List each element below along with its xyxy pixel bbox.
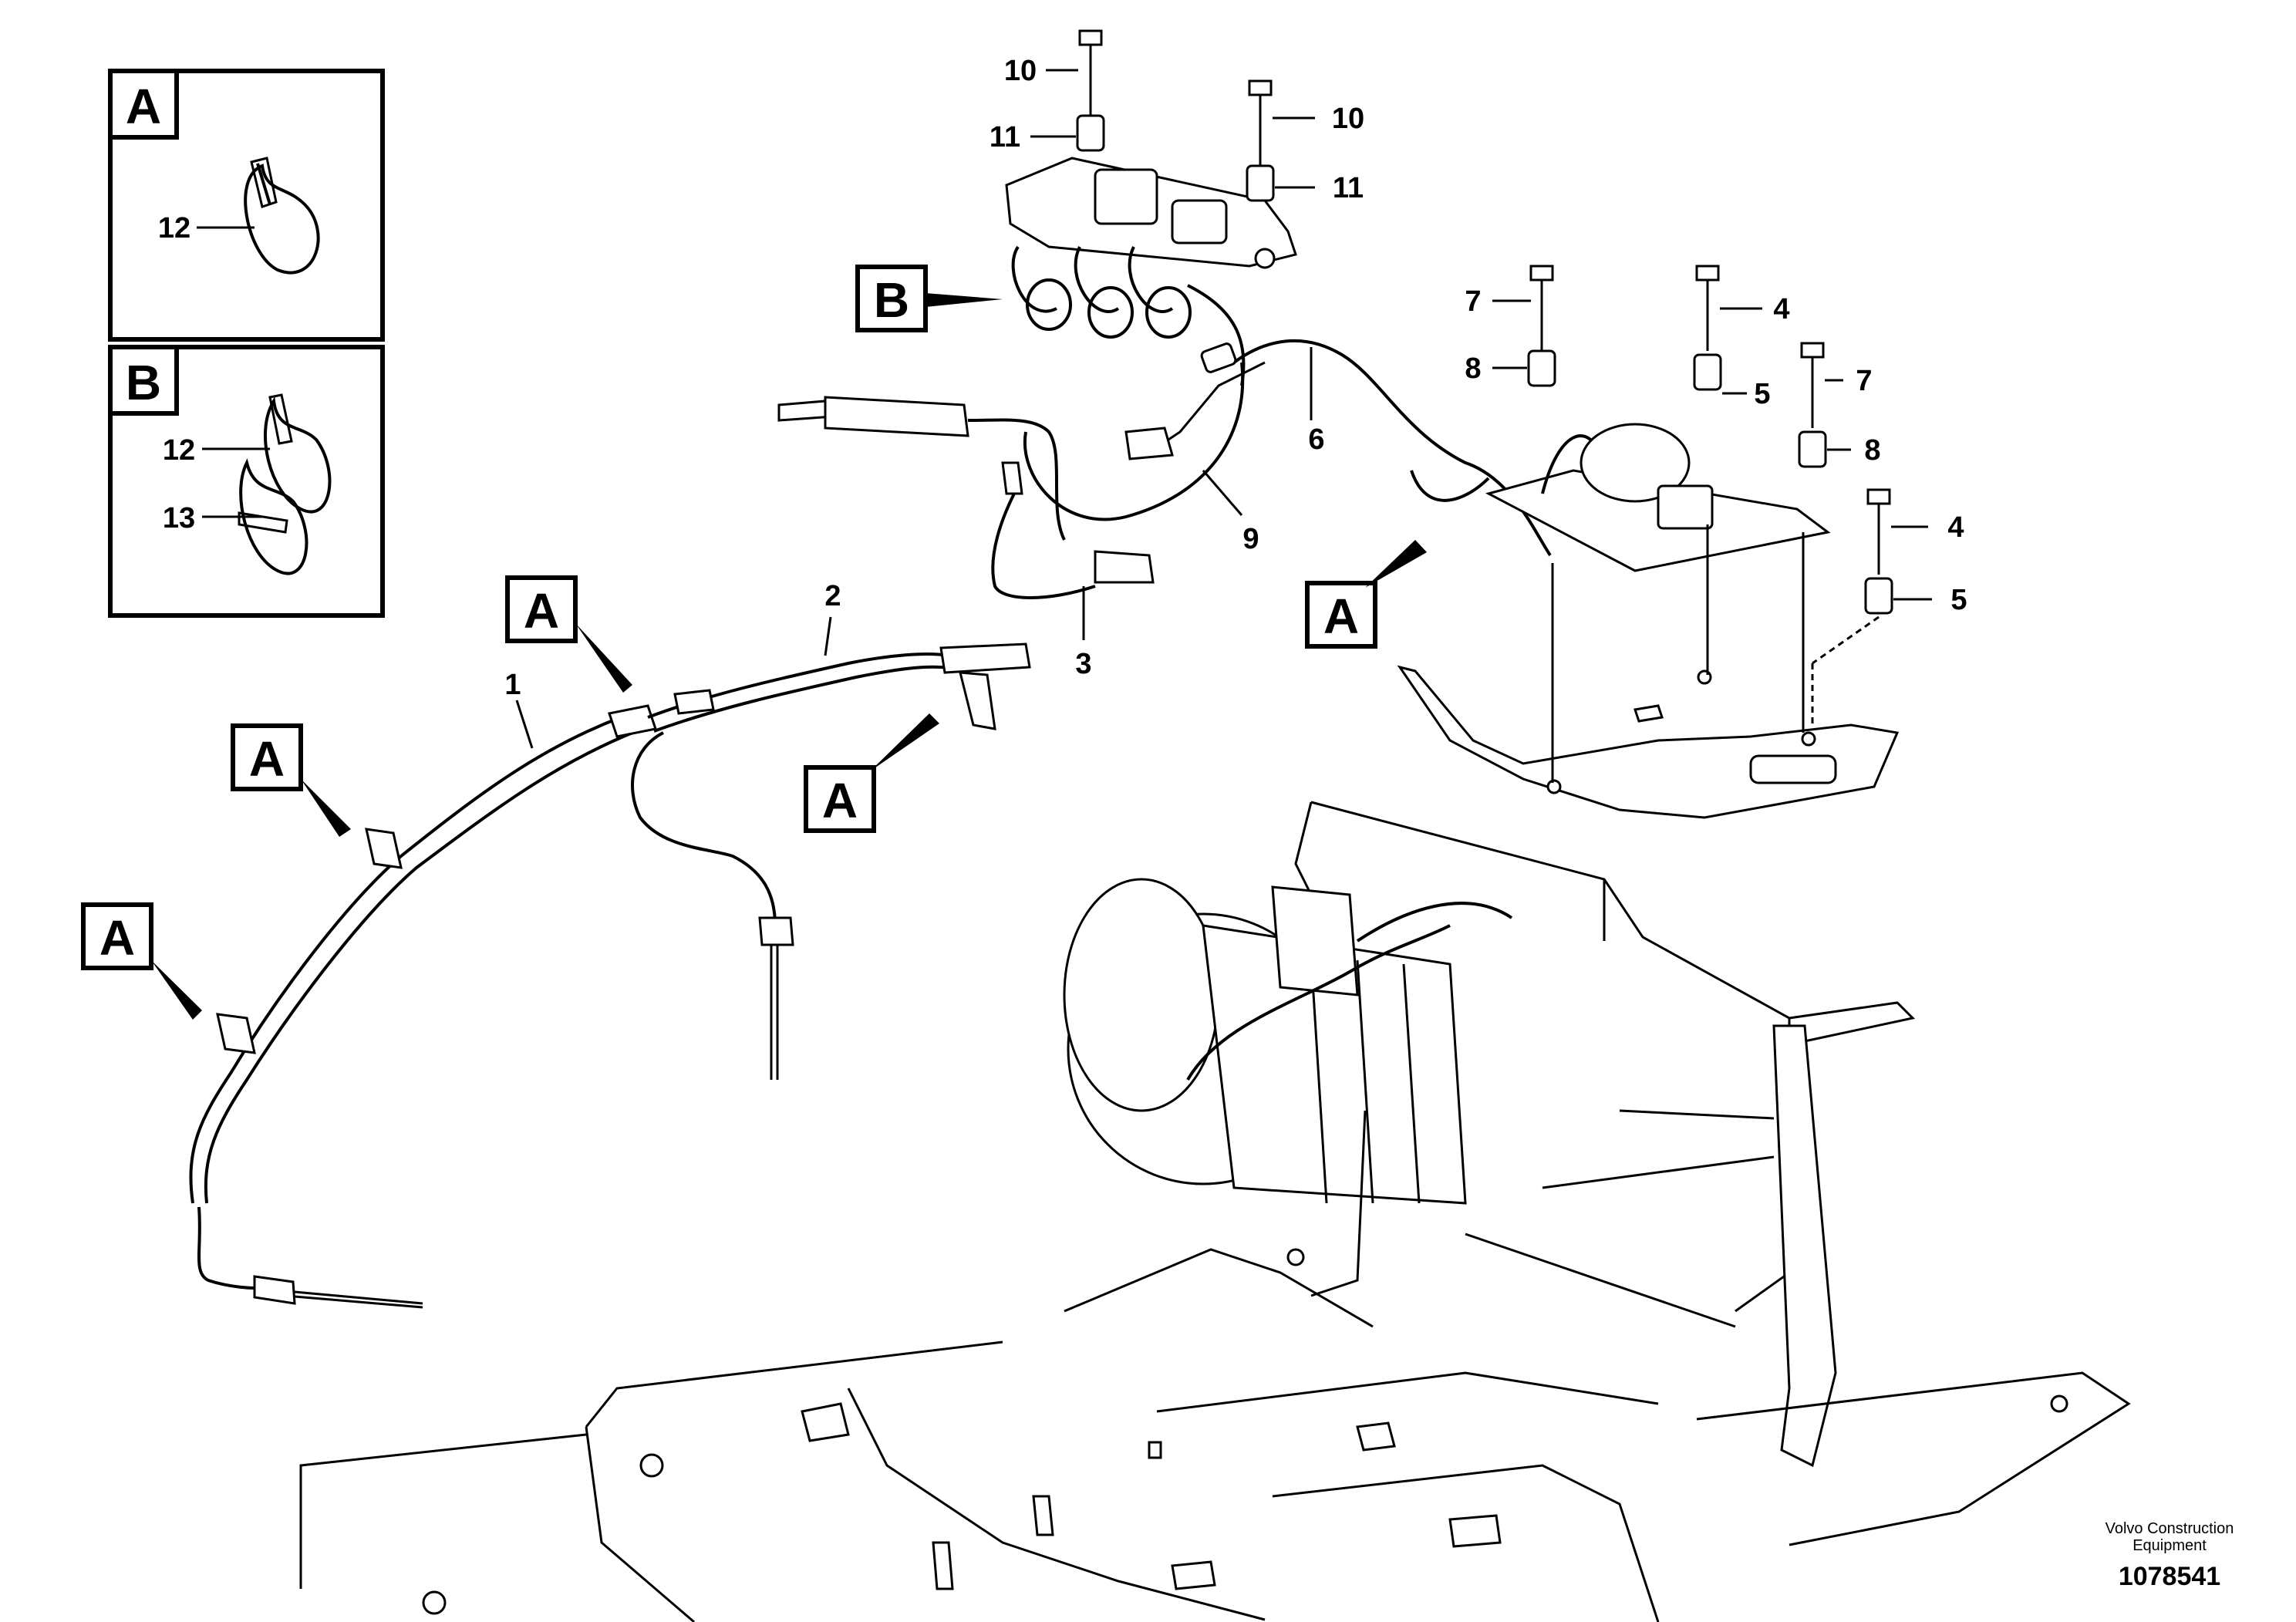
callout-11-right: 11 <box>1333 172 1364 204</box>
footer-company-line2: Equipment <box>2132 1537 2207 1554</box>
callout-4-lower: 4 <box>1947 511 1964 544</box>
inset-b-callout-12: 12 <box>163 434 195 467</box>
view-marker-a-cable-1-upper-label: A <box>249 731 285 787</box>
inset-b-callout-13: 13 <box>163 502 195 534</box>
callout-6: 6 <box>1308 423 1324 456</box>
callout-8-right: 8 <box>1864 434 1880 467</box>
view-marker-a-cable-2-right: A <box>804 713 939 833</box>
callout-4-upper: 4 <box>1773 293 1789 325</box>
callout-3: 3 <box>1075 648 1091 680</box>
footer-doc-number: 1078541 <box>2119 1562 2220 1591</box>
callout-7-right: 7 <box>1856 365 1872 397</box>
callout-5-lower: 5 <box>1950 584 1967 616</box>
sensor-cable-1 <box>189 704 657 1309</box>
cable-harness-upper <box>777 339 1552 599</box>
inset-b-label: B <box>126 355 161 410</box>
callout-5-upper: 5 <box>1754 378 1770 410</box>
inset-a: A 12 <box>108 69 385 342</box>
bracket-assembly <box>1397 265 1900 819</box>
callout-7-left: 7 <box>1465 285 1481 318</box>
callout-9: 9 <box>1242 523 1259 555</box>
view-marker-a-cable-2-left: A <box>505 575 632 693</box>
inset-b: B 12 13 <box>108 345 385 618</box>
callout-1: 1 <box>504 669 521 701</box>
cable-tie-icon <box>244 157 320 275</box>
callout-10-left: 10 <box>1004 55 1037 87</box>
sensor-cable-2 <box>631 642 1031 1080</box>
view-marker-a-bracket: A <box>1305 540 1427 649</box>
callout-2: 2 <box>824 580 841 612</box>
inset-a-callout-12: 12 <box>158 212 190 244</box>
view-marker-b: B <box>855 265 1003 332</box>
view-marker-a-cable-2-left-label: A <box>524 583 559 639</box>
callout-10-right: 10 <box>1332 103 1364 135</box>
control-unit-assembly <box>1005 29 1297 386</box>
view-marker-a-bracket-label: A <box>1323 588 1359 644</box>
view-marker-a-cable-1-label: A <box>99 910 135 966</box>
view-marker-b-label: B <box>874 272 909 328</box>
footer-company-line1: Volvo Construction <box>2106 1520 2234 1537</box>
inset-a-label: A <box>126 79 161 134</box>
callout-8-left: 8 <box>1465 352 1481 385</box>
view-marker-a-cable-2-right-label: A <box>822 773 858 828</box>
machine-frame <box>299 801 2131 1622</box>
view-marker-a-cable-1: A <box>81 902 202 1020</box>
callout-11-left: 11 <box>990 121 1020 153</box>
double-cable-tie-icon <box>238 393 332 575</box>
view-marker-a-cable-1-upper: A <box>231 723 351 837</box>
